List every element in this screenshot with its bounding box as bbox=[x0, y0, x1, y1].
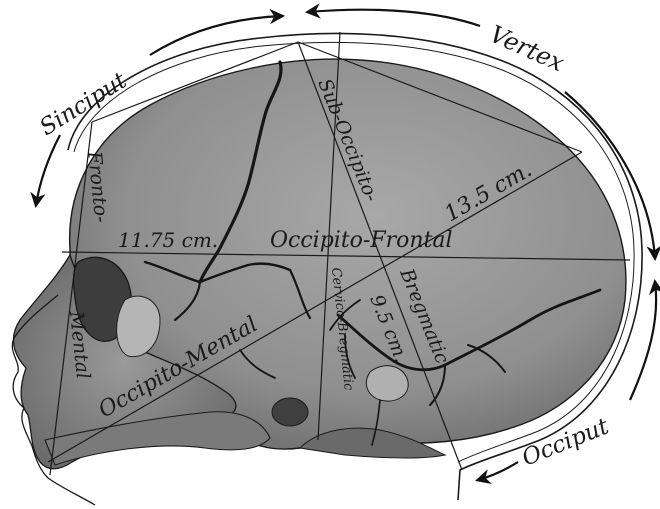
label-occipito-frontal-value: 11.75 cm. bbox=[118, 228, 218, 252]
vertex-arrow-left bbox=[308, 10, 480, 26]
occiput-arrow-up bbox=[630, 282, 656, 400]
label-occipito-frontal: Occipito-Frontal bbox=[270, 228, 453, 253]
sinciput-arrow-down bbox=[36, 135, 60, 205]
temporal-blob bbox=[366, 366, 408, 401]
occiput-arrow-left bbox=[478, 462, 518, 480]
ear-opening bbox=[272, 398, 308, 426]
sinciput-arrow-up bbox=[150, 16, 282, 55]
region-label-occiput: Occiput bbox=[519, 413, 614, 471]
